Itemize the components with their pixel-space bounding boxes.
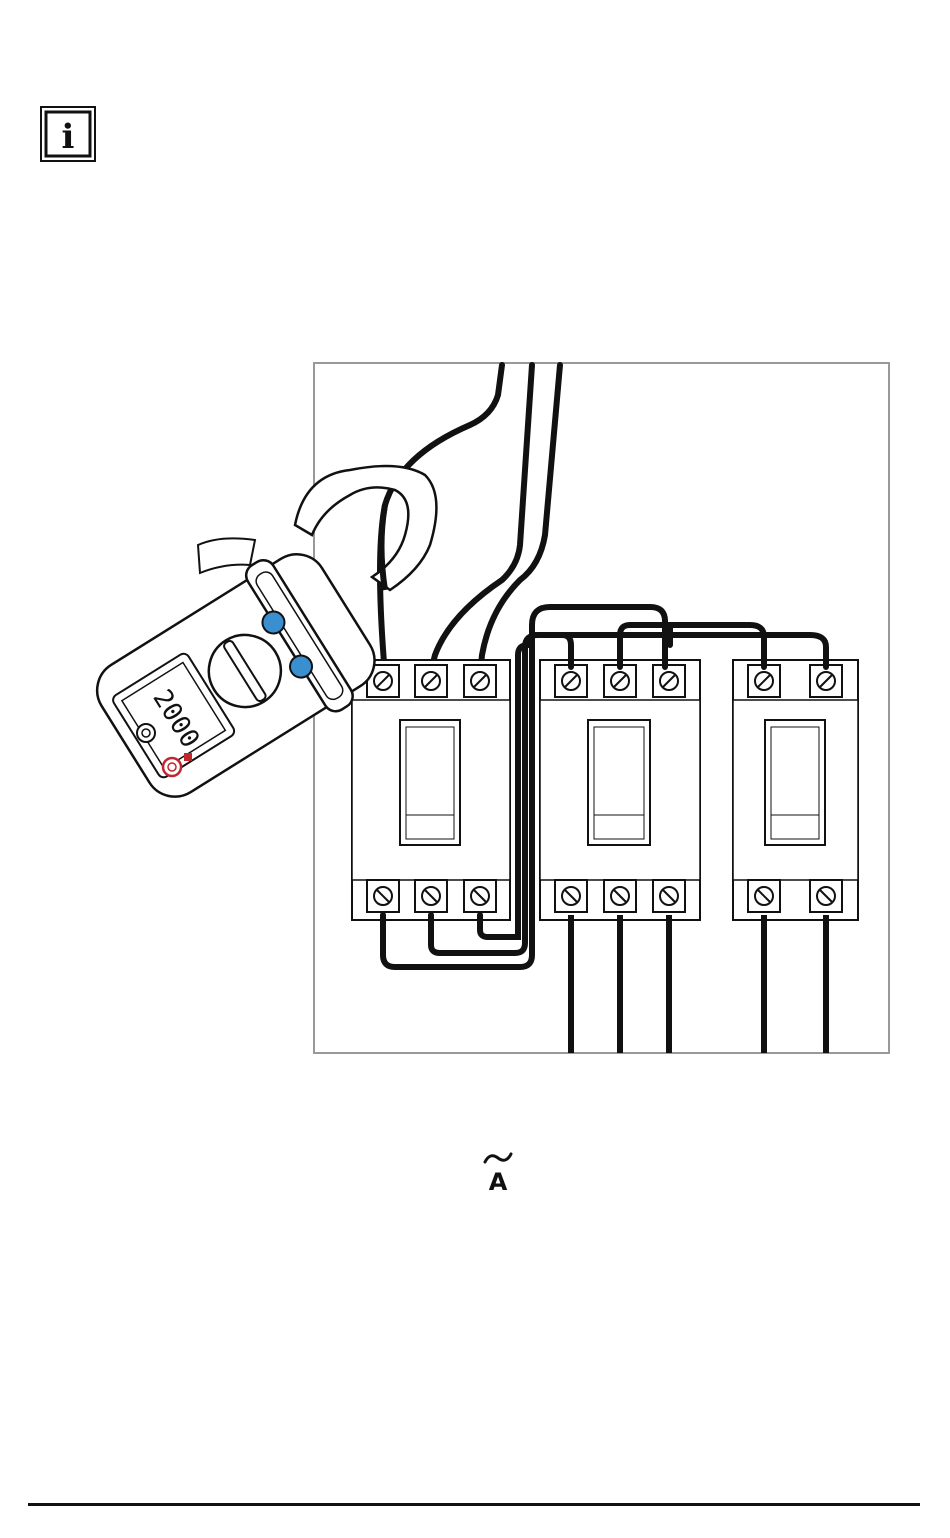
clamp-meter-breaker-illustration: 2000 — [50, 355, 900, 1065]
ac-tilde-icon — [478, 1148, 518, 1170]
ac-current-symbol: A — [478, 1148, 518, 1198]
ac-unit-label: A — [478, 1168, 518, 1196]
info-icon-glyph: i — [62, 117, 75, 157]
outgoing-wires — [571, 915, 826, 1053]
footer-rule — [28, 1503, 920, 1506]
info-icon: i — [40, 106, 96, 162]
bottom-terminals — [367, 880, 842, 912]
top-terminals — [367, 665, 842, 697]
